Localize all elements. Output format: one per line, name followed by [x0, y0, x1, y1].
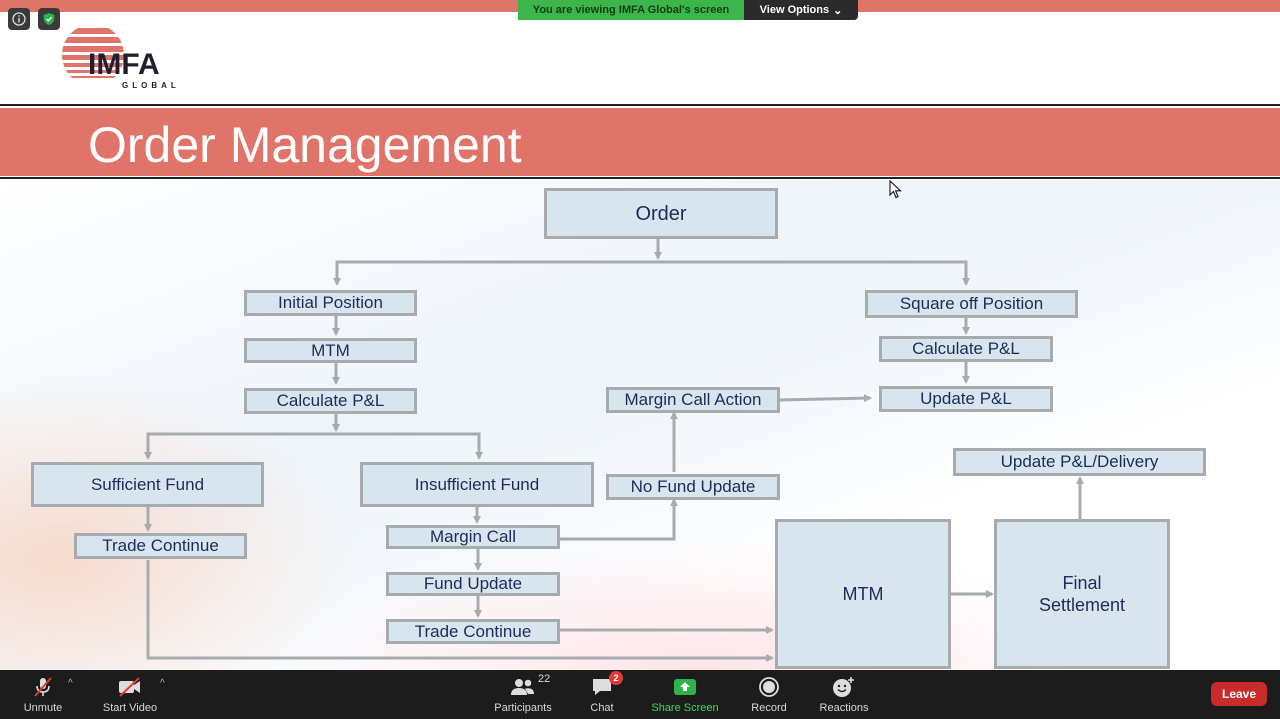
view-options-button[interactable]: View Options ⌄	[744, 0, 858, 20]
unmute-button[interactable]: Unmute	[18, 670, 68, 719]
box-calculate-pl-left: Calculate P&L	[244, 388, 417, 414]
record-icon	[759, 677, 779, 697]
audio-options-caret-icon[interactable]: ^	[68, 678, 73, 689]
box-insufficient-fund: Insufficient Fund	[360, 462, 594, 507]
record-button[interactable]: Record	[748, 670, 790, 719]
imfa-logo: IMFA GLOBAL	[62, 24, 192, 94]
box-margin-call-action: Margin Call Action	[606, 387, 780, 413]
slide-body: Order Initial Position MTM Calculate P&L…	[0, 180, 1280, 670]
reactions-label: Reactions	[819, 702, 869, 714]
logo-subtitle: GLOBAL	[122, 81, 180, 90]
record-label: Record	[751, 702, 787, 714]
chat-icon	[593, 679, 611, 695]
muted-microphone-icon	[34, 677, 52, 697]
view-options-label: View Options	[759, 4, 830, 16]
share-screen-icon	[674, 679, 696, 695]
box-final-settlement: Final Settlement	[994, 519, 1170, 669]
video-off-icon	[119, 677, 140, 697]
meeting-info-button[interactable]	[8, 8, 30, 30]
logo-wordmark: IMFA	[88, 48, 160, 81]
header-rule-bottom	[0, 177, 1280, 179]
logo-sun-emblem	[62, 24, 124, 86]
participants-label: Participants	[494, 702, 552, 714]
encryption-button[interactable]	[38, 8, 60, 30]
chat-button[interactable]: 2 Chat	[584, 670, 623, 719]
leave-button[interactable]: Leave	[1211, 682, 1267, 706]
box-initial-position: Initial Position	[244, 290, 417, 316]
chevron-down-icon: ⌄	[833, 4, 843, 17]
slide-title: Order Management	[88, 117, 522, 173]
box-trade-continue-left: Trade Continue	[74, 533, 247, 559]
box-sufficient-fund: Sufficient Fund	[31, 462, 264, 507]
box-no-fund-update: No Fund Update	[606, 474, 780, 500]
chat-badge: 2	[609, 671, 623, 685]
chat-label: Chat	[590, 702, 614, 714]
box-fund-update: Fund Update	[386, 572, 560, 596]
start-video-button[interactable]: Start Video	[100, 670, 160, 719]
final-settlement-line1: Final	[1062, 573, 1102, 593]
start-video-label: Start Video	[102, 702, 158, 714]
flowchart-connectors	[144, 238, 1084, 662]
final-settlement-line2: Settlement	[1038, 595, 1126, 615]
info-icon	[12, 12, 26, 26]
box-calculate-pl-right: Calculate P&L	[879, 336, 1053, 362]
video-options-caret-icon[interactable]: ^	[160, 678, 165, 689]
share-screen-label: Share Screen	[651, 702, 719, 714]
unmute-label: Unmute	[23, 702, 63, 714]
reactions-button[interactable]: Reactions	[816, 670, 872, 719]
box-mtm-left: MTM	[244, 338, 417, 363]
participants-button[interactable]: 22 Participants	[490, 670, 556, 719]
meeting-toolbar: Unmute ^ Start Video ^ 22 Participants	[0, 670, 1280, 719]
box-update-pl-delivery: Update P&L/Delivery	[953, 448, 1206, 476]
box-trade-continue-mid: Trade Continue	[386, 619, 560, 644]
shield-icon	[43, 13, 55, 25]
title-band	[0, 108, 1280, 176]
box-update-pl: Update P&L	[879, 386, 1053, 412]
header-rule-top	[0, 104, 1280, 106]
participants-count: 22	[538, 673, 551, 685]
reactions-smiley-icon	[833, 677, 854, 697]
box-mtm-big: MTM	[775, 519, 951, 669]
share-screen-button[interactable]: Share Screen	[650, 670, 720, 719]
box-margin-call: Margin Call	[386, 525, 560, 549]
mouse-cursor-icon	[889, 180, 902, 199]
box-order: Order	[544, 188, 778, 239]
participants-icon	[511, 679, 534, 695]
viewing-screen-banner: You are viewing IMFA Global's screen	[518, 0, 744, 20]
box-square-off-position: Square off Position	[865, 290, 1078, 318]
